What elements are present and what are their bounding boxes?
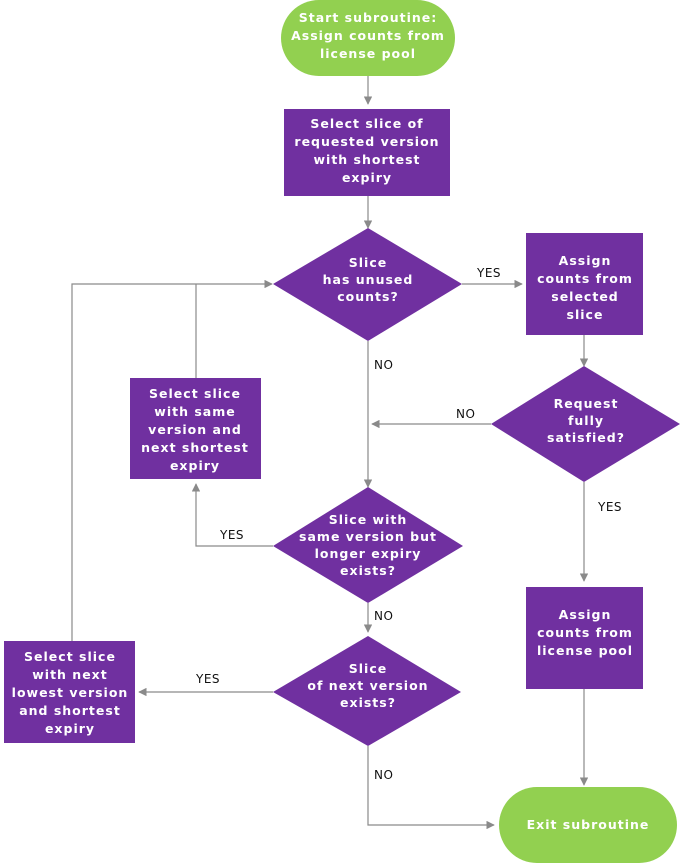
- decision-satisfied-text-line: fully: [568, 413, 604, 428]
- start-terminal-text-line: license pool: [320, 46, 416, 61]
- decision-longer-expiry-text-line: longer expiry: [315, 546, 422, 561]
- decision-satisfied-text-line: Request: [554, 396, 619, 411]
- exit-terminal-shape: [499, 787, 677, 863]
- assign-selected-process-text: Assign counts from selected slice: [537, 253, 633, 322]
- select-next-lowest-process-text-line: lowest version: [12, 685, 129, 700]
- decision-longer-expiry-text-line: Slice with: [329, 512, 408, 527]
- select-next-lowest-process-shape: [4, 641, 135, 743]
- select-same-version-process-text: Select slice with same version and next sho…: [141, 386, 249, 473]
- assign-selected-process-text-line: selected: [551, 289, 619, 304]
- assign-pool-process-text-line: license pool: [537, 643, 633, 658]
- label-longer-yes: YES: [219, 528, 244, 542]
- decision-satisfied-text-line: satisfied?: [547, 430, 625, 445]
- assign-selected-process-text-line: counts from: [537, 271, 633, 286]
- assign-pool-process-shape: [526, 587, 643, 689]
- select-next-lowest-process-text-line: expiry: [45, 721, 95, 736]
- select-slice-process-text-line: requested version: [294, 134, 439, 149]
- edge-next-lowest-back: [71, 279, 273, 641]
- node-exit: Exit subroutine: [499, 787, 677, 863]
- select-slice-process-text-line: with shortest: [313, 152, 420, 167]
- select-next-lowest-process-text: Select slice with next lowest version and s…: [12, 649, 129, 736]
- connectors: [71, 76, 589, 830]
- select-slice-process-text-line: Select slice of: [310, 116, 423, 131]
- node-assign-pool: Assign counts from license pool: [526, 587, 643, 689]
- label-next-version-yes: YES: [195, 672, 220, 686]
- label-satisfied-no: NO: [456, 407, 475, 421]
- node-start: Start subroutine: Assign counts from licen…: [281, 0, 455, 76]
- node-select-slice: Select slice of requested version with sho…: [284, 109, 450, 196]
- select-same-version-process-text-line: with same: [154, 404, 235, 419]
- edge-longer-yes: [191, 483, 273, 547]
- select-next-lowest-process-text-line: and shortest: [19, 703, 121, 718]
- label-unused-yes: YES: [476, 266, 501, 280]
- select-same-version-process-text-line: Select slice: [149, 386, 241, 401]
- edge-next-version-no: [367, 746, 495, 830]
- decision-longer-expiry-text-line: same version but: [299, 529, 437, 544]
- node-decision-longer-expiry: Slice with same version but longer expiry e…: [273, 487, 463, 603]
- start-terminal-text-line: Start subroutine:: [299, 10, 437, 25]
- decision-unused-text-line: has unused: [323, 272, 414, 287]
- decision-satisfied-text: Request fully satisfied?: [547, 396, 625, 445]
- decision-next-version-text-line: of next version: [307, 678, 428, 693]
- decision-next-version-text-line: exists?: [340, 695, 396, 710]
- assign-selected-process-shape: [526, 233, 643, 335]
- decision-unused-text: Slice has unused counts?: [323, 255, 414, 304]
- assign-pool-process-text-line: Assign: [559, 607, 612, 622]
- exit-terminal-text: Exit subroutine: [527, 817, 650, 832]
- label-next-version-no: NO: [374, 768, 393, 782]
- select-slice-process-text: Select slice of requested version with sho…: [294, 116, 439, 185]
- assign-selected-process-text-line: Assign: [559, 253, 612, 268]
- node-select-same-version: Select slice with same version and next sho…: [130, 378, 261, 479]
- label-satisfied-yes: YES: [597, 500, 622, 514]
- select-same-version-process-shape: [130, 378, 261, 479]
- assign-pool-process-text-line: counts from: [537, 625, 633, 640]
- decision-satisfied-shape: [491, 366, 680, 482]
- node-select-next-lowest: Select slice with next lowest version and s…: [4, 641, 135, 743]
- node-decision-satisfied: Request fully satisfied?: [491, 366, 680, 482]
- decision-longer-expiry-text: Slice with same version but longer expiry e…: [299, 512, 437, 578]
- assign-selected-process-text-line: slice: [567, 307, 604, 322]
- label-longer-no: NO: [374, 609, 393, 623]
- select-same-version-process-text-line: next shortest: [141, 440, 249, 455]
- decision-unused-text-line: counts?: [337, 289, 398, 304]
- decision-next-version-text-line: Slice: [349, 661, 387, 676]
- start-terminal-text-line: Assign counts from: [291, 28, 445, 43]
- start-terminal-text: Start subroutine: Assign counts from licen…: [291, 10, 445, 61]
- decision-next-version-shape: [273, 636, 461, 746]
- decision-next-version-text: Slice of next version exists?: [307, 661, 428, 710]
- start-terminal-shape: [281, 0, 455, 76]
- edge-labels: YES NO NO YES YES NO YES NO: [195, 266, 622, 782]
- assign-pool-process-text: Assign counts from license pool: [537, 607, 633, 658]
- select-next-lowest-process-text-line: Select slice: [24, 649, 116, 664]
- select-slice-process-shape: [284, 109, 450, 196]
- decision-unused-text-line: Slice: [349, 255, 387, 270]
- node-decision-next-version: Slice of next version exists?: [273, 636, 461, 746]
- select-same-version-process-text-line: version and: [148, 422, 242, 437]
- node-assign-selected: Assign counts from selected slice: [526, 233, 643, 335]
- select-next-lowest-process-text-line: with next: [32, 667, 107, 682]
- decision-unused-shape: [273, 228, 462, 341]
- label-unused-no: NO: [374, 358, 393, 372]
- decision-longer-expiry-text-line: exists?: [340, 563, 396, 578]
- exit-terminal-text-line: Exit subroutine: [527, 817, 650, 832]
- decision-longer-expiry-shape: [273, 487, 463, 603]
- node-decision-unused: Slice has unused counts?: [273, 228, 462, 341]
- select-same-version-process-text-line: expiry: [170, 458, 220, 473]
- select-slice-process-text-line: expiry: [342, 170, 392, 185]
